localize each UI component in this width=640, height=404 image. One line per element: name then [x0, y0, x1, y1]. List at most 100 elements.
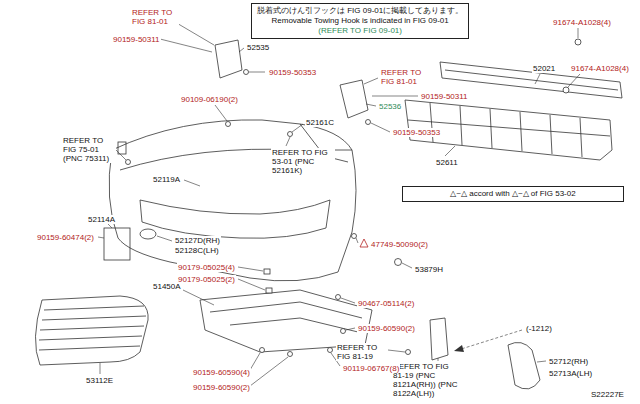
leader-line	[160, 39, 212, 52]
leader-line	[157, 236, 172, 241]
leader-line	[341, 298, 355, 303]
callout-label: 52127D(RH)	[174, 236, 221, 245]
callout-label: 52535	[246, 43, 270, 52]
callout-label: 52021	[532, 64, 556, 73]
callout-label: REFER TO FIG 81-19	[336, 343, 388, 361]
fog-cover	[140, 229, 156, 239]
leader-line	[356, 238, 358, 243]
leader-line	[250, 353, 260, 370]
leader-line	[568, 74, 580, 87]
note-text: 脱着式のけん引フックは FIG 09-01に掲載してあります。	[257, 6, 463, 16]
callout-label: S22227E	[590, 390, 625, 399]
bumper-cover	[109, 120, 356, 281]
callout-label: REFER TO FIG 81-01	[131, 8, 179, 26]
reinforcement-line	[445, 70, 618, 90]
callout-label: 52713A(LH)	[548, 369, 593, 378]
callout-label: 91674-A1028(4)	[552, 18, 612, 27]
note-triangle	[360, 239, 368, 247]
leader-line	[238, 279, 265, 290]
callout-label: 90119-06767(8)	[342, 364, 400, 373]
callout-label: 52114A	[87, 215, 116, 224]
under-cover-line	[210, 302, 362, 332]
bolt	[575, 39, 581, 45]
dimension-arrow	[458, 330, 522, 350]
callout-label: 90159-60590(4)	[192, 368, 251, 377]
callout-label: 52536	[378, 102, 402, 111]
bolt	[226, 122, 231, 127]
leader-line	[98, 237, 104, 238]
leader-line	[108, 224, 112, 228]
callout-label: 53112E	[85, 376, 114, 385]
bumper-line	[300, 124, 352, 150]
plate-bracket	[104, 228, 130, 260]
bolt	[563, 87, 569, 93]
callout-label: 90109-06190(2)	[180, 95, 239, 104]
callout-label: 47749-50090(2)	[370, 240, 429, 249]
callout-label: (-1212)	[525, 324, 553, 333]
leader-line	[372, 96, 418, 97]
side-panel	[118, 142, 126, 154]
bolt	[366, 120, 371, 125]
leader-line	[438, 358, 439, 361]
clip	[336, 295, 341, 300]
leader-line	[249, 72, 265, 73]
callout-label: 52128C(LH)	[174, 246, 220, 255]
leader-line	[175, 22, 214, 45]
note-text: Removable Towing Hook is indicated in FI…	[257, 16, 463, 26]
bolt	[328, 348, 333, 353]
leader-line	[346, 328, 355, 330]
leader-line	[183, 290, 214, 305]
callout-label: 90179-05025(4)	[177, 263, 236, 272]
leader-line	[286, 137, 290, 146]
note-text: △~△ accord with △~△ of FIG 53-02	[408, 189, 618, 199]
note-box: △~△ accord with △~△ of FIG 53-02	[402, 186, 624, 202]
clip	[264, 269, 270, 274]
leader-line	[388, 350, 405, 352]
bracket	[215, 40, 242, 78]
callout-label: 90159-50311	[112, 35, 161, 44]
leader-line	[364, 78, 378, 84]
leader-line	[100, 363, 101, 374]
leader-line	[537, 361, 546, 362]
grille-slats	[39, 306, 146, 350]
callout-label: 90159-60590(2)	[357, 324, 416, 333]
note-text: (REFER TO FIG 09-01)	[257, 26, 463, 36]
leader-line	[366, 104, 376, 106]
clip	[352, 234, 357, 239]
callout-label: 52161C	[305, 118, 335, 127]
callout-label: 90159-50353	[392, 128, 441, 137]
callout-label: REFER TO FIG 75-01 (PNC 75311)	[62, 136, 116, 163]
callout-label: 53879H	[414, 265, 444, 274]
marker-part	[430, 318, 448, 360]
leader-line	[250, 357, 288, 386]
callout-label: REFER TO FIG 81-01	[380, 68, 428, 86]
leader-line	[238, 267, 263, 271]
bumper-opening	[140, 200, 330, 238]
bolt	[260, 348, 265, 353]
callout-label: 90179-05025(2)	[177, 275, 236, 284]
bolt	[244, 70, 249, 75]
grille	[35, 296, 148, 365]
bracket	[340, 80, 368, 118]
leader-line	[535, 74, 540, 84]
callout-label: 91674-A1028(4)	[570, 64, 630, 73]
callout-label: REFER TO FIG 81-19 (PNC 8121A(RH)) (PNC …	[392, 362, 462, 398]
leader-line	[184, 180, 200, 186]
callout-label: 90159-50353	[268, 68, 317, 77]
arrow-head	[454, 345, 464, 352]
reflector	[508, 342, 540, 389]
callout-label: 90159-50311	[420, 92, 469, 101]
leader-line	[371, 123, 390, 132]
clip	[406, 350, 411, 355]
leader-line	[402, 263, 412, 268]
seal	[395, 259, 402, 266]
leader-line	[445, 146, 455, 156]
callout-label: REFER TO FIG 53-01 (PNC 52161K)	[271, 148, 335, 175]
bolt	[288, 352, 293, 357]
callout-label: 90159-60474(2)	[36, 233, 95, 242]
bolt	[341, 329, 346, 334]
leader-line	[239, 48, 244, 52]
callout-label: 90159-60590(2)	[192, 383, 251, 392]
